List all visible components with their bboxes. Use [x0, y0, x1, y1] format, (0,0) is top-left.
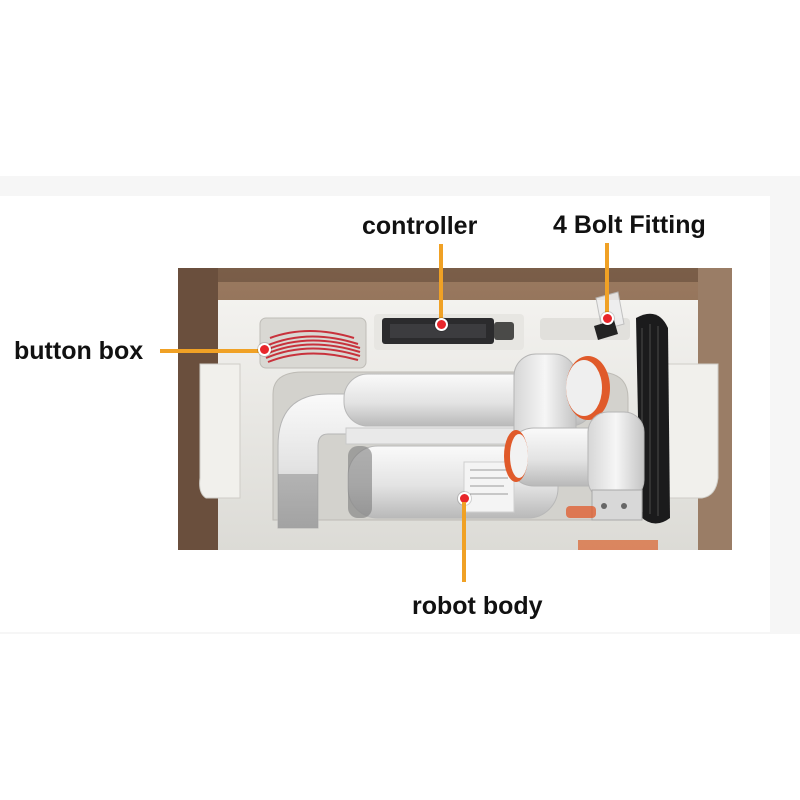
bolt-fitting-label: 4 Bolt Fitting	[553, 211, 706, 239]
controller-marker-dot	[435, 318, 448, 331]
button-box-marker-dot	[258, 343, 271, 356]
robot-box-photo	[178, 268, 732, 550]
controller-leader-line	[439, 244, 443, 324]
controller-label: controller	[362, 212, 478, 240]
bolt-fitting-leader-line	[605, 243, 609, 318]
bolt-fitting-marker-dot	[601, 312, 614, 325]
robot-body-leader-line	[462, 502, 466, 582]
robot-body-label: robot body	[412, 592, 543, 620]
button-box-leader-line	[160, 349, 264, 353]
button-box-label: button box	[14, 337, 144, 365]
